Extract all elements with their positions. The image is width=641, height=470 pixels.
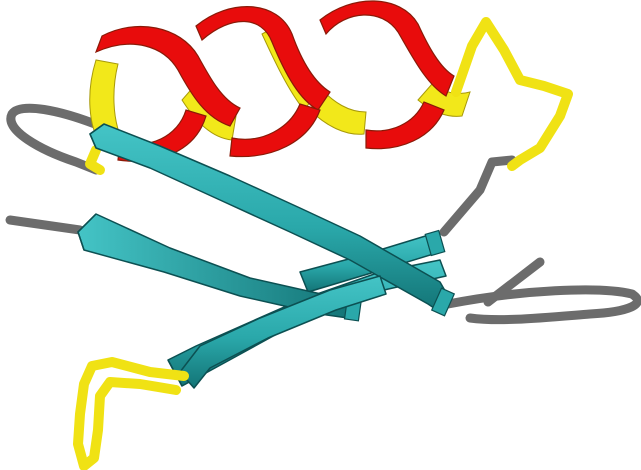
helix-front-link-3 [366, 102, 444, 149]
coil-right-linker [444, 160, 512, 232]
turn-lower-hairpin [78, 362, 184, 466]
alpha-helix [90, 1, 470, 161]
helix-front-link-2 [230, 104, 320, 157]
helix-front-turn-1 [96, 26, 240, 126]
coil-n-terminus [10, 220, 80, 230]
coil-c-terminal-loop [448, 262, 638, 320]
helix-front-turn-3 [320, 1, 454, 96]
